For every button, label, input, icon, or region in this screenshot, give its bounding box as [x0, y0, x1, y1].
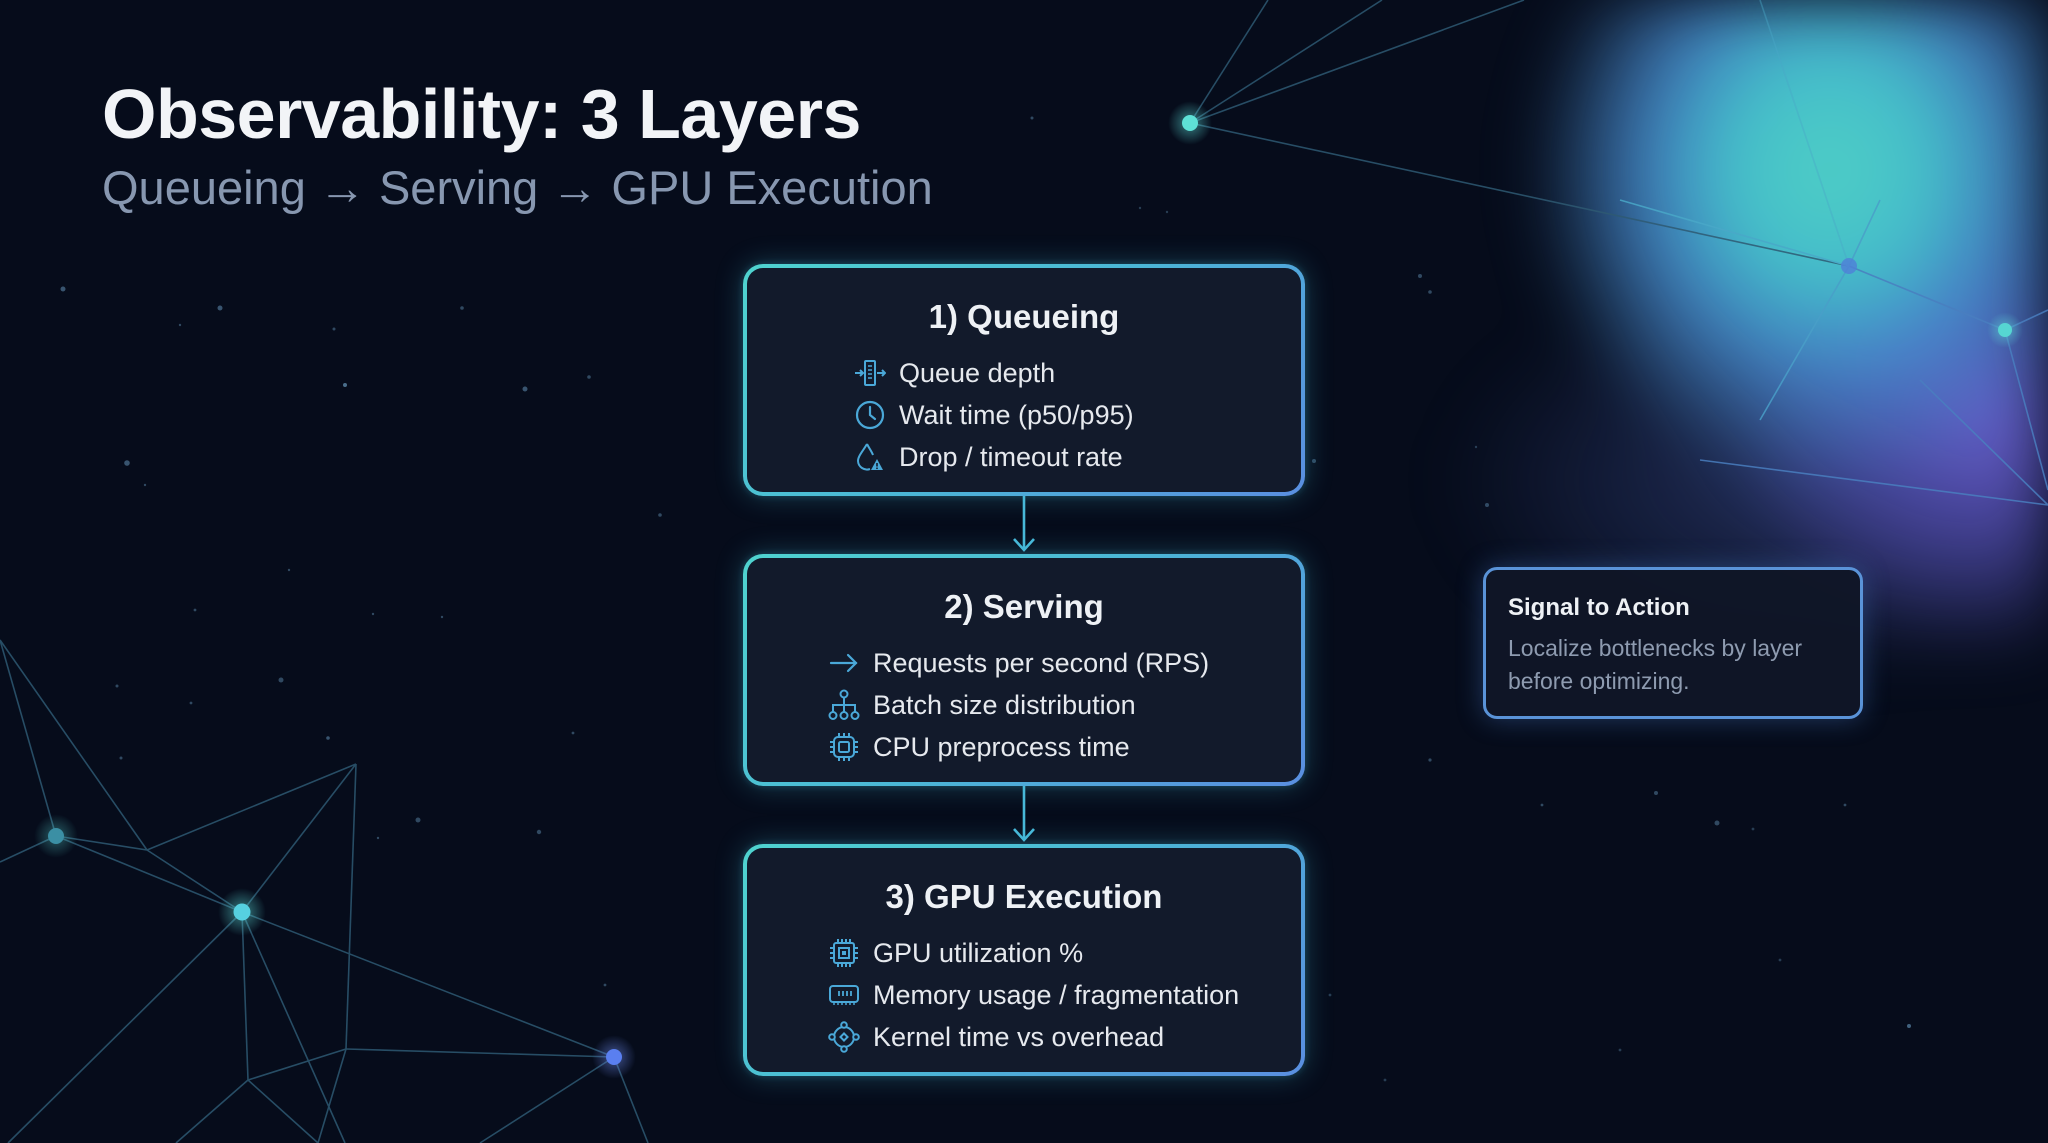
metric-label: Kernel time vs overhead — [873, 1021, 1165, 1052]
network-node — [606, 1049, 622, 1065]
metric-item: Batch size distribution — [827, 684, 1301, 726]
layer-box-gpu-execution: 3) GPU Execution GPU utilization % Memor — [743, 844, 1305, 1076]
metric-list: GPU utilization % Memory usage / fragmen… — [827, 932, 1301, 1058]
metric-label: Requests per second (RPS) — [873, 647, 1210, 678]
network-node — [1182, 115, 1198, 131]
layer-title: 1) Queueing — [928, 298, 1120, 335]
clock-icon — [853, 398, 887, 432]
gpu-chip-icon — [827, 936, 861, 970]
metric-label: Memory usage / fragmentation — [873, 979, 1240, 1010]
kernel-icon — [827, 1020, 861, 1054]
flow-arrow — [1013, 496, 1035, 554]
metric-list: Requests per second (RPS) Batch size dis… — [827, 642, 1301, 768]
queue-icon — [853, 356, 887, 390]
arrow-right-icon — [827, 646, 861, 680]
metric-list: Queue depth Wait time (p50/p95) Drop / — [853, 352, 1301, 478]
callout-title: Signal to Action — [1508, 594, 1690, 621]
network-node — [1841, 258, 1857, 274]
metric-item: Drop / timeout rate — [853, 436, 1301, 478]
metric-label: Drop / timeout rate — [899, 441, 1123, 472]
signal-to-action-card: Signal to Action Localize bottlenecks by… — [1483, 567, 1863, 719]
metric-label: Wait time (p50/p95) — [899, 399, 1134, 430]
metric-item: Requests per second (RPS) — [827, 642, 1301, 684]
slide-subtitle: Queueing → Serving → GPU Execution — [102, 161, 933, 214]
cpu-icon — [827, 730, 861, 764]
layer-box-queueing: 1) Queueing Queue depth Wait time (p50/p — [743, 264, 1305, 496]
metric-item: Memory usage / fragmentation — [827, 974, 1301, 1016]
metric-item: Wait time (p50/p95) — [853, 394, 1301, 436]
metric-item: Queue depth — [853, 352, 1301, 394]
flow-arrow — [1013, 786, 1035, 844]
metric-item: GPU utilization % — [827, 932, 1301, 974]
metric-label: GPU utilization % — [873, 937, 1084, 968]
slide-title: Observability: 3 Layers — [102, 75, 861, 153]
memory-icon — [827, 978, 861, 1012]
metric-item: CPU preprocess time — [827, 726, 1301, 768]
drop-warning-icon — [853, 440, 887, 474]
network-node — [233, 903, 251, 921]
network-node — [48, 828, 64, 844]
callout-body: Localize bottlenecks by layer before opt… — [1508, 635, 1803, 694]
metric-label: Batch size distribution — [873, 689, 1136, 720]
hierarchy-icon — [827, 688, 861, 722]
layer-title: 2) Serving — [944, 588, 1104, 625]
metric-label: CPU preprocess time — [873, 731, 1130, 762]
metric-label: Queue depth — [899, 357, 1056, 388]
layer-box-serving: 2) Serving Requests per second (RPS) Bat… — [743, 554, 1305, 786]
metric-item: Kernel time vs overhead — [827, 1016, 1301, 1058]
network-node — [1998, 323, 2012, 337]
layer-title: 3) GPU Execution — [885, 878, 1163, 915]
